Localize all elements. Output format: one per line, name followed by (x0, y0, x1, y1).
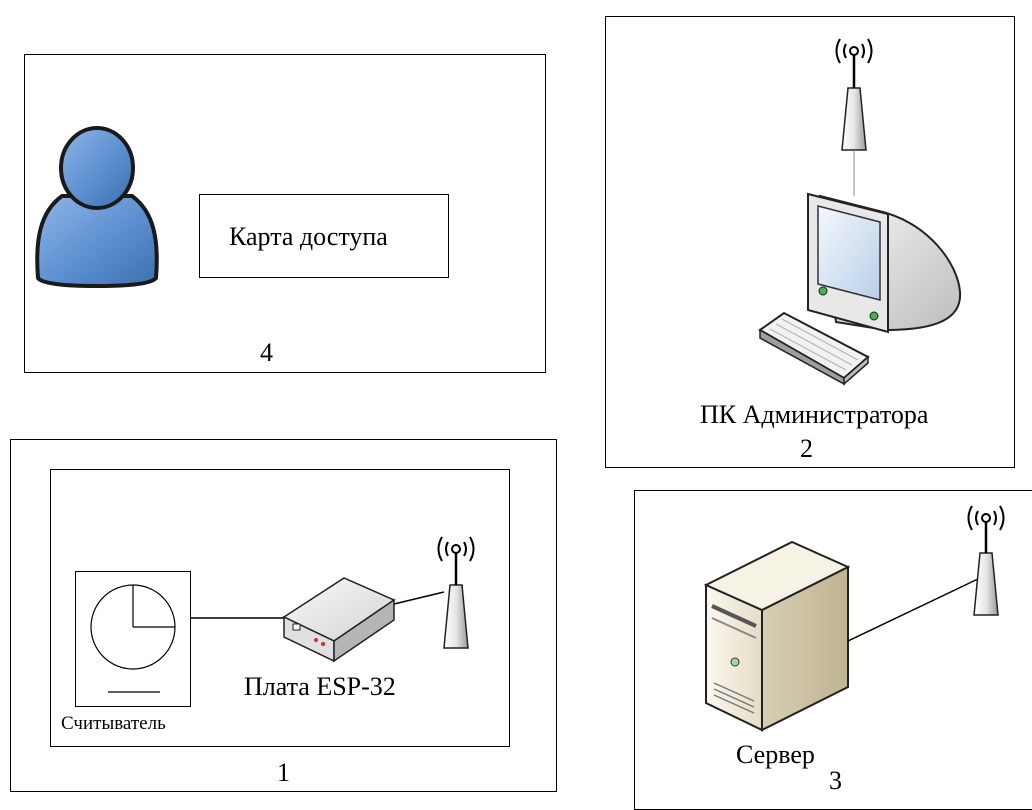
card-reader (75, 571, 191, 707)
card-reader-icon (90, 584, 176, 693)
server-label: Сервер (736, 740, 815, 769)
device-block (10, 439, 557, 792)
user-block (24, 54, 546, 373)
esp32-label: Плата ESP-32 (244, 672, 396, 701)
server-number: 3 (829, 766, 842, 795)
reader-label: Считыватель (61, 713, 166, 734)
user-block-number: 4 (260, 338, 273, 367)
access-card-label: Карта доступа (229, 222, 388, 251)
device-block-number: 1 (277, 758, 290, 787)
wireless-antenna-icon (437, 536, 475, 649)
server-antenna-link (847, 577, 981, 642)
board-antenna-link (393, 591, 445, 605)
device-inner-frame (50, 469, 510, 747)
computer-monitor-icon (807, 192, 962, 334)
wireless-antenna-icon (967, 505, 1005, 616)
wireless-antenna-icon (835, 38, 873, 151)
esp32-board-icon (282, 577, 396, 663)
admin-pc-block (605, 16, 1015, 468)
admin-pc-label: ПК Администратора (700, 400, 929, 429)
server-tower-icon (703, 540, 851, 732)
admin-pc-number: 2 (800, 434, 813, 463)
access-card-box (199, 194, 449, 278)
user-icon (35, 126, 159, 289)
keyboard-icon (758, 311, 870, 386)
